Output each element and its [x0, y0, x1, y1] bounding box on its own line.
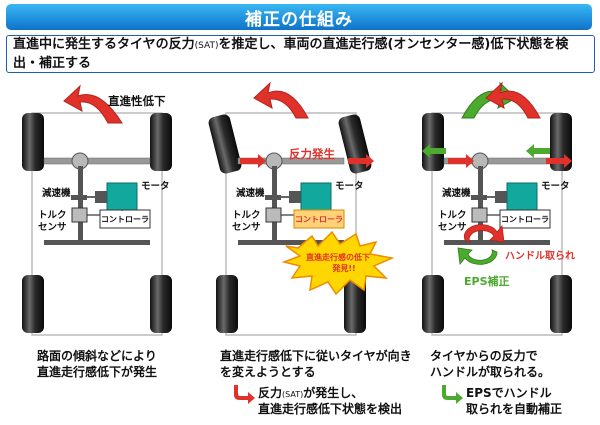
controller-label: コントローラ — [501, 215, 549, 224]
rear-left-tire — [22, 275, 44, 333]
caption-2-line-1: 直進走行感低下に従いタイヤが向き — [220, 349, 412, 363]
controller — [99, 209, 151, 229]
controller-highlighted — [293, 209, 345, 229]
green-note-arrow-icon — [442, 385, 463, 404]
reducer-label: 減速機 — [236, 187, 265, 199]
rear-left-tire — [216, 275, 238, 333]
burst-text-2: 発見!! — [331, 263, 355, 273]
motor — [106, 182, 138, 212]
burst-text-1: 直進走行感の低下 — [306, 252, 370, 262]
note-2-force: 反力 — [258, 386, 283, 400]
front-left-tire — [22, 113, 44, 171]
torque-label: トルク — [438, 210, 467, 221]
panel-1: 減速機 モータ トルク センサ コントローラ 直進性低下 — [22, 84, 172, 336]
steering-column — [444, 240, 550, 245]
note-3-line-1: EPSでハンドル — [466, 386, 552, 400]
summary-text-1: 直進中に発生するタイヤの反力 — [13, 37, 195, 52]
rear-right-tire — [344, 275, 366, 333]
left-turn-arrow-icon — [63, 84, 123, 124]
red-arrow-inner-left-icon — [448, 154, 474, 168]
steering-column — [44, 240, 150, 245]
eps-correction-arrow-icon — [457, 247, 498, 265]
steering-pull-arrow-icon — [463, 224, 505, 243]
note-3-line-2: 取られを自動補正 — [466, 402, 563, 416]
motor-label: モータ — [141, 180, 170, 192]
motor — [506, 182, 538, 212]
caption-3-line-1: タイヤからの反力で — [430, 349, 538, 363]
steering-column — [238, 240, 344, 245]
torque-sensor — [71, 207, 88, 223]
controller-label: コントローラ — [295, 215, 343, 224]
force-arrow-right-icon — [348, 154, 374, 168]
eps-label: EPS補正 — [464, 274, 510, 288]
steering-rack — [237, 157, 345, 165]
sensor-label: センサ — [232, 222, 261, 233]
rear-left-tire — [422, 275, 444, 333]
left-turn-arrow-icon — [253, 81, 309, 119]
panel-3: 減速機 モータ トルク センサ コントローラ ハンドル取られ EPS補正 — [422, 81, 575, 336]
summary-box: 直進中に発生するタイヤの反力(SAT)を推定し、車両の直進走行感(オンセンター感… — [6, 35, 595, 73]
summary-text-2: を推定し、車両の直進走行感(オンセンター感)低下状態を検出・補正する — [13, 37, 569, 71]
caption-3-line-2: ハンドルが取られる。 — [430, 365, 551, 379]
reducer-label: 減速機 — [442, 187, 471, 199]
note-2-line-2: 直進走行感低下状態を検出 — [258, 402, 403, 416]
torque-sensor — [471, 207, 488, 223]
controller — [499, 209, 551, 229]
motor-label: モータ — [335, 180, 364, 192]
front-left-tire — [208, 114, 242, 174]
sensor-label: センサ — [438, 222, 467, 233]
sensor-label: センサ — [38, 222, 67, 233]
motor-label: モータ — [541, 180, 570, 192]
motor-coupling — [95, 191, 107, 203]
burst-icon — [281, 230, 395, 296]
caption-1-line-2: 直進走行感低下が発生 — [37, 365, 158, 379]
torque-sensor — [265, 207, 282, 223]
front-right-tire — [150, 113, 172, 171]
caption-1-line-1: 路面の傾斜などにより — [37, 349, 157, 363]
steering-shaft — [78, 166, 83, 244]
note-2-sat: (SAT) — [282, 390, 304, 399]
motor — [300, 182, 332, 212]
top-label: 直進性低下 — [108, 94, 166, 108]
steering-shaft — [478, 166, 483, 244]
panel-2: 減速機 モータ トルク センサ コントローラ 反力発生 直進走行感の低下 発見!… — [208, 81, 395, 336]
force-arrow-left-icon — [240, 154, 266, 168]
summary-sat: (SAT) — [194, 41, 219, 51]
force-label: 反力発生 — [289, 147, 335, 161]
controller-label: コントローラ — [101, 215, 149, 224]
steering-rack — [43, 157, 151, 165]
torque-label: トルク — [38, 210, 67, 221]
green-arrow-right-icon — [526, 144, 550, 158]
rear-right-tire — [550, 275, 572, 333]
reducer-label: 減速機 — [42, 187, 71, 199]
reducer-gear — [71, 195, 87, 200]
caption-2-line-2: を変えようとする — [220, 365, 316, 379]
green-arrow-left-icon — [422, 144, 446, 158]
red-arrow-right-icon — [546, 154, 572, 168]
left-turn-arrow-icon — [485, 81, 541, 119]
red-note-arrow-icon — [234, 385, 255, 404]
rear-right-tire — [150, 275, 172, 333]
note-2-line-1: 反力(SAT)が発生し、 — [258, 386, 363, 402]
title-bar: 補正の仕組み — [6, 4, 592, 30]
steering-shaft — [272, 166, 277, 244]
steer-label: ハンドル取られ — [505, 250, 575, 262]
note-2-rest: が発生し、 — [303, 386, 364, 400]
title: 補正の仕組み — [245, 9, 353, 30]
front-left-tire — [422, 113, 444, 171]
torque-label: トルク — [232, 210, 261, 221]
